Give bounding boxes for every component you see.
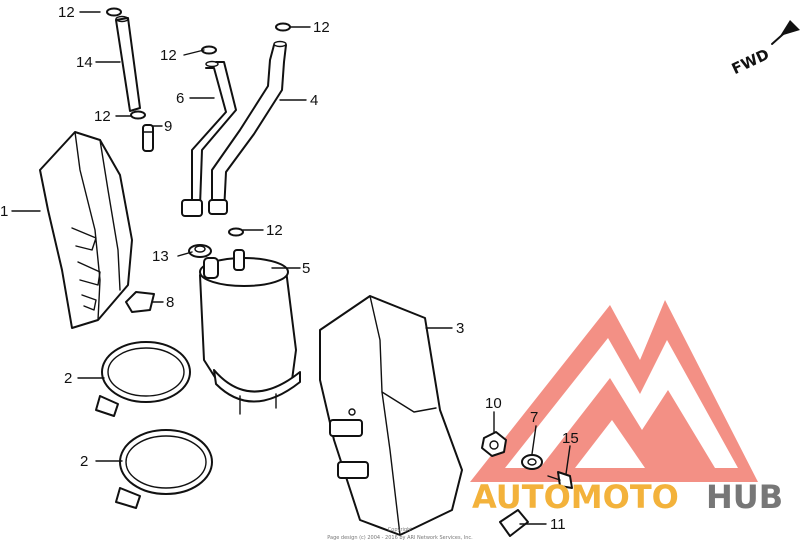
part-2-band-a [95, 341, 191, 417]
callout-14: 14 [76, 54, 93, 71]
part-8-clip [125, 291, 155, 313]
callout-5: 5 [302, 260, 310, 277]
copyright: Copyright Page design (c) 2004 - 2016 by… [327, 527, 473, 541]
callout-12-b: 12 [313, 19, 330, 36]
callout-2b: 2 [80, 453, 88, 470]
copyright-line-2: Page design (c) 2004 - 2016 by ARI Netwo… [327, 535, 473, 541]
callout-15: 15 [562, 430, 579, 447]
leader-lines [11, 11, 571, 525]
part-1-cover [39, 131, 133, 329]
part-5-canister [199, 249, 301, 415]
callout-7: 7 [530, 409, 538, 426]
part-11-label [499, 509, 529, 537]
part-14-hose [115, 15, 141, 112]
clamps-12 [106, 7, 291, 237]
copyright-line-1: Copyright [388, 527, 412, 533]
callout-4: 4 [310, 92, 318, 109]
callout-11: 11 [550, 516, 566, 533]
part-4-hose [208, 40, 287, 215]
callout-2a: 2 [64, 370, 72, 387]
callout-6: 6 [176, 90, 184, 107]
callout-12-e: 12 [266, 222, 283, 239]
callout-13: 13 [152, 248, 169, 265]
callout-10: 10 [485, 395, 502, 412]
fwd-arrow-icon [771, 20, 800, 45]
fwd-label: FWD [729, 45, 772, 78]
watermark-logo [470, 300, 758, 482]
callout-numbers: 1 2 2 3 4 5 6 7 8 9 10 11 12 12 12 12 12… [0, 4, 579, 533]
part-3-cover [319, 295, 463, 536]
callout-8: 8 [166, 294, 174, 311]
part-9-joint [142, 124, 154, 152]
callout-9: 9 [164, 118, 172, 135]
part-2-band-b [115, 429, 213, 509]
part-7-grommet [521, 454, 543, 470]
watermark-text-hub: HUB [706, 478, 783, 516]
callout-12-c: 12 [160, 47, 177, 64]
callout-3: 3 [456, 320, 464, 337]
watermark-text: AUTOMOTO HUB [472, 478, 783, 516]
part-13-cap [188, 244, 212, 258]
part-6-hose [181, 60, 237, 217]
callout-12-d: 12 [94, 108, 111, 125]
callout-1: 1 [0, 203, 8, 220]
callout-12-a: 12 [58, 4, 75, 21]
watermark-text-automoto: AUTOMOTO [472, 478, 679, 516]
part-10-nut [481, 431, 507, 457]
